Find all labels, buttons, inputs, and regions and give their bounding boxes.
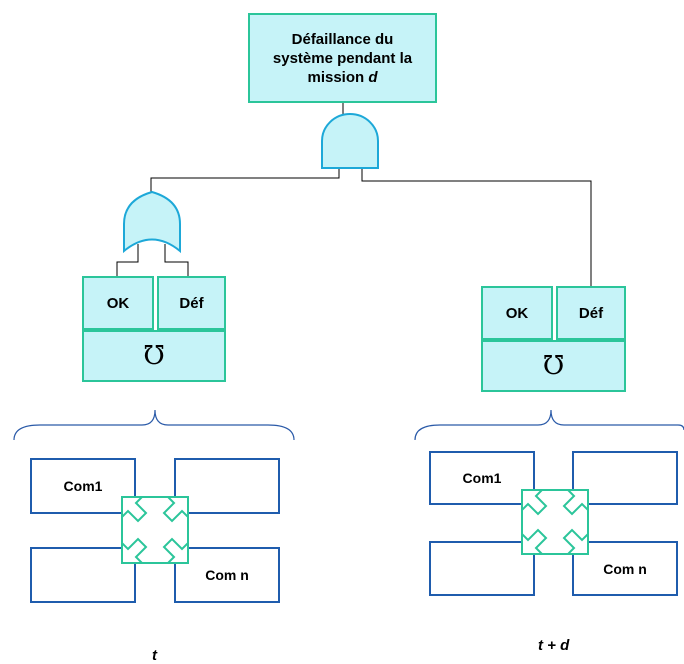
right-component-3 [429,541,535,596]
top-event-line2: système pendant la [272,49,413,67]
left-def-cell: Déf [157,276,226,330]
left-component-2 [174,458,280,514]
left-operator-cell: ℧ [82,330,226,382]
left-component-n: Com n [174,547,280,603]
or-to-ok-connector [116,244,139,276]
right-def-cell: Déf [556,286,626,340]
or-gate-icon [123,190,181,254]
right-component-2 [572,451,678,505]
top-event-box: Défaillance du système pendant la missio… [248,13,437,103]
right-operator-cell: ℧ [481,340,626,392]
right-component-1: Com1 [429,451,535,505]
and-to-right-box-connector [361,168,592,286]
right-ok-cell: OK [481,286,553,340]
right-component-n: Com n [572,541,678,596]
left-ok-cell: OK [82,276,154,330]
top-event-line1: Défaillance du [291,30,394,48]
and-to-or-connector [150,168,340,198]
right-brace [414,409,684,441]
or-to-def-connector [164,244,189,276]
time-label-left: t [152,647,157,664]
and-gate-icon [321,113,379,169]
left-component-3 [30,547,136,603]
left-component-1: Com1 [30,458,136,514]
left-brace [13,409,295,441]
top-event-line3: mission d [307,68,378,86]
time-label-right: t + d [538,637,570,654]
